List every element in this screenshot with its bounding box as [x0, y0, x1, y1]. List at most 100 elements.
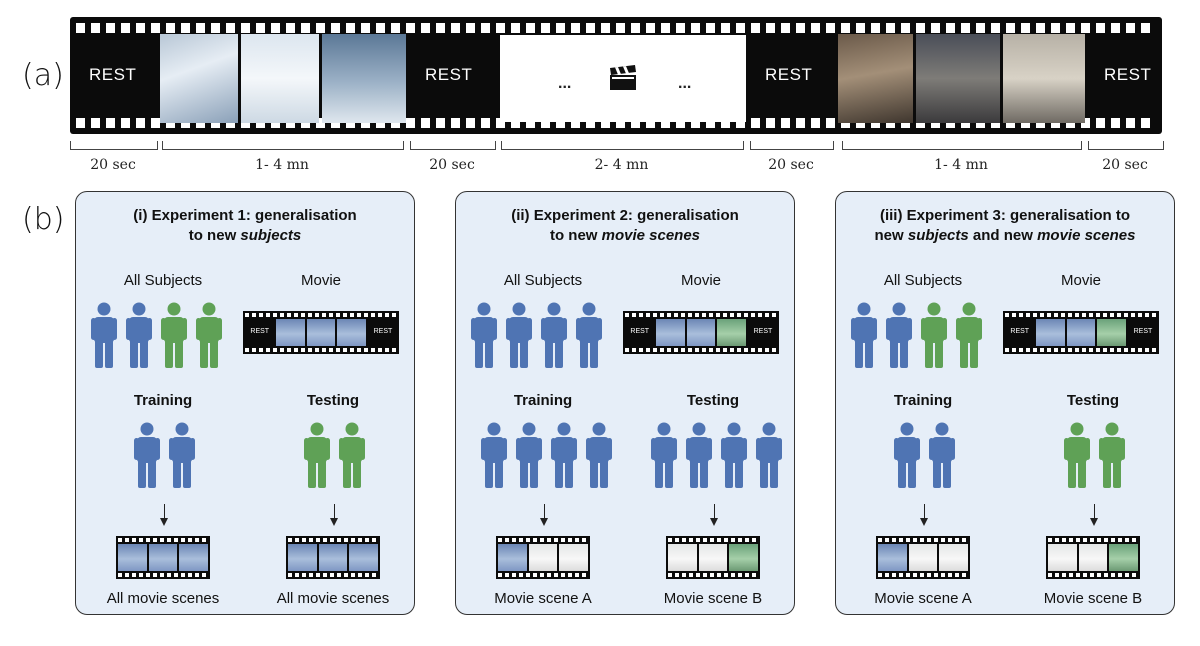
- mini-holes-top: [498, 538, 588, 542]
- movie-label: Movie: [300, 272, 341, 289]
- title-text-mid: and new: [968, 227, 1038, 244]
- all-subjects-label: All Subjects: [883, 272, 963, 289]
- down-arrow-icon: [160, 504, 168, 526]
- experiment-title-line1: (iii) Experiment 3: generalisation to: [879, 207, 1131, 224]
- mini-holes-bottom: [245, 348, 397, 352]
- person-icon: [304, 422, 330, 493]
- title-italic-2: movie scenes: [1037, 227, 1136, 244]
- training-film-strip: [116, 536, 210, 579]
- mini-holes-bottom: [668, 573, 758, 577]
- testing-scene-label: Movie scene B: [663, 590, 763, 607]
- mini-frame: [1078, 544, 1108, 571]
- duration-label-3: 20 sec: [429, 157, 475, 173]
- bracket-2: [162, 141, 404, 150]
- mini-holes-top: [625, 313, 777, 317]
- movie-frame-snow-1: [160, 34, 238, 123]
- person-icon: [1099, 422, 1125, 493]
- mini-rest-label: REST: [630, 327, 650, 335]
- testing-scene-label: Movie scene B: [1043, 590, 1143, 607]
- duration-label-5: 20 sec: [768, 157, 814, 173]
- training-scene-label: Movie scene A: [494, 590, 592, 607]
- mini-frame: [118, 544, 147, 571]
- person-icon: [576, 302, 602, 373]
- mini-frame: [1109, 544, 1138, 571]
- mini-holes-bottom: [288, 573, 378, 577]
- mini-frame: [148, 544, 178, 571]
- down-arrow-icon: [1090, 504, 1098, 526]
- movie-frame-snow-2: [241, 34, 319, 123]
- ellipsis-left: ...: [558, 75, 572, 92]
- person-icon: [551, 422, 577, 493]
- mini-frame: [498, 544, 527, 571]
- ellipsis-right: ...: [678, 75, 692, 92]
- mini-holes-bottom: [625, 348, 777, 352]
- bracket-5: [750, 141, 834, 150]
- mini-holes-bottom: [1048, 573, 1138, 577]
- person-icon: [481, 422, 507, 493]
- mini-holes-bottom: [1005, 348, 1157, 352]
- person-icon: [586, 422, 612, 493]
- mini-rest-label: REST: [250, 327, 270, 335]
- title-italic: subjects: [240, 227, 302, 244]
- person-icon: [886, 302, 912, 373]
- bracket-7: [1088, 141, 1164, 150]
- title-text: to new: [188, 227, 241, 244]
- mini-frame: [1035, 319, 1065, 346]
- mini-holes-top: [878, 538, 968, 542]
- mini-frame: [686, 319, 716, 346]
- mini-holes-bottom: [498, 573, 588, 577]
- mini-frame: [1097, 319, 1127, 346]
- mini-holes-top: [668, 538, 758, 542]
- mini-frame: [559, 544, 588, 571]
- mini-rest-label: REST: [1133, 327, 1153, 335]
- mini-holes-top: [288, 538, 378, 542]
- experiment-title-line2: new subjects and new movie scenes: [836, 226, 1174, 246]
- panel-label-b: (b): [22, 202, 65, 237]
- person-icon: [651, 422, 677, 493]
- mini-frame: [179, 544, 208, 571]
- duration-label-1: 20 sec: [90, 157, 136, 173]
- person-icon: [686, 422, 712, 493]
- mini-frame: [655, 319, 685, 346]
- movie-frame-city-3: [1003, 34, 1085, 123]
- down-arrow-icon: [920, 504, 928, 526]
- mini-frame: [288, 544, 317, 571]
- person-icon: [756, 422, 782, 493]
- panel-label-a: (a): [22, 58, 64, 93]
- person-icon: [506, 302, 532, 373]
- person-icon: [956, 302, 982, 373]
- testing-label: Testing: [686, 392, 740, 409]
- title-italic: subjects: [907, 227, 969, 244]
- person-icon: [339, 422, 365, 493]
- mini-frame: [1066, 319, 1096, 346]
- training-label: Training: [133, 392, 193, 409]
- training-film-strip: [876, 536, 970, 579]
- movie-label: Movie: [1060, 272, 1101, 289]
- training-scene-label: All movie scenes: [106, 590, 220, 607]
- person-icon: [721, 422, 747, 493]
- person-icon: [91, 302, 117, 373]
- mini-frame: [939, 544, 968, 571]
- film-holes-bottom: [76, 118, 1156, 128]
- person-icon: [921, 302, 947, 373]
- mini-holes-top: [118, 538, 208, 542]
- experiment-title-line2: to new movie scenes: [456, 226, 794, 246]
- training-film-strip: [496, 536, 590, 579]
- mini-frame: [528, 544, 558, 571]
- mini-frame: [668, 544, 697, 571]
- mini-rest-label: REST: [1010, 327, 1030, 335]
- mini-frame: [318, 544, 348, 571]
- clapperboard-icon: [610, 65, 636, 90]
- title-text: new: [874, 227, 908, 244]
- down-arrow-icon: [330, 504, 338, 526]
- duration-label-6: 1- 4 mn: [934, 157, 988, 173]
- person-icon: [471, 302, 497, 373]
- person-icon: [929, 422, 955, 493]
- mini-holes-top: [1005, 313, 1157, 317]
- testing-label: Testing: [306, 392, 360, 409]
- mini-rest-label: REST: [373, 327, 393, 335]
- all-subjects-label: All Subjects: [503, 272, 583, 289]
